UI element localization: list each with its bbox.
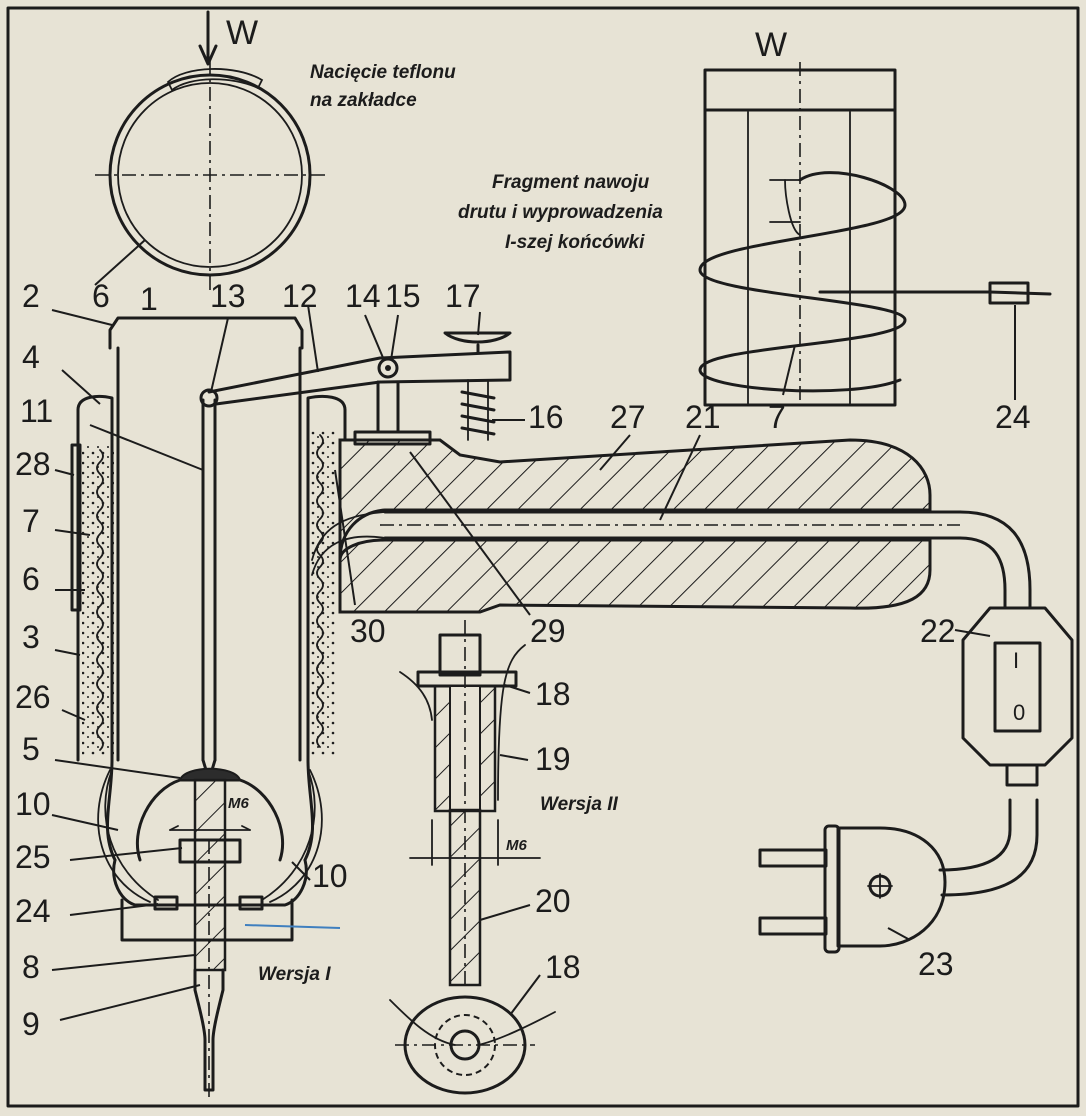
- callout-7a: 7: [22, 503, 40, 539]
- frame-border: [6, 6, 1080, 1108]
- callout-28: 28: [15, 446, 51, 482]
- callout-22: 22: [920, 613, 956, 649]
- callout-26: 26: [15, 679, 51, 715]
- thread-label-m6-v2: M6: [506, 837, 527, 854]
- callout-13: 13: [210, 278, 246, 314]
- caption-fragment-line1: Fragment nawoju: [492, 172, 650, 193]
- callout-3: 3: [22, 619, 40, 655]
- callout-9: 9: [22, 1006, 40, 1042]
- callout-25: 25: [15, 839, 51, 875]
- callout-18a: 18: [535, 676, 571, 712]
- label-w-top: W: [226, 14, 258, 52]
- callout-16: 16: [528, 399, 564, 435]
- callout-18b: 18: [545, 949, 581, 985]
- callout-numbers: 6 2 1 13 12 14 15 17 4 11 28 7 6 3 26 5 …: [15, 278, 1031, 1042]
- callout-5: 5: [22, 731, 40, 767]
- cable-and-plug: [758, 798, 1039, 954]
- callout-11: 11: [20, 393, 53, 429]
- callout-12: 12: [282, 278, 318, 314]
- w-arrow-head: [198, 44, 218, 66]
- callout-20: 20: [535, 883, 571, 919]
- thread-label-m6: M6: [228, 795, 249, 812]
- callout-24a: 24: [15, 893, 51, 929]
- version-2-detail: [389, 620, 556, 1095]
- caption-fragment-line2: drutu i wyprowadzenia: [458, 202, 663, 223]
- caption-teflon-line2: na zakładce: [310, 90, 417, 111]
- switch-label-on: I: [1013, 648, 1019, 673]
- label-w-right: W: [755, 26, 787, 64]
- switch-label-off: 0: [1013, 700, 1025, 725]
- callout-10a: 10: [15, 786, 51, 822]
- caption-teflon-line1: Nacięcie teflonu: [310, 62, 456, 83]
- callout-2: 2: [22, 278, 40, 314]
- version-2-label: Wersja II: [540, 794, 619, 815]
- callout-24b: 24: [995, 399, 1031, 435]
- callout-6a: 6: [92, 278, 110, 314]
- callout-30: 30: [350, 613, 386, 649]
- callout-27: 27: [610, 399, 646, 435]
- caption-fragment-line3: I-szej końcówki: [505, 232, 645, 253]
- callout-7b: 7: [768, 399, 786, 435]
- iron-body: [70, 316, 512, 1100]
- callout-1: 1: [140, 281, 158, 317]
- callout-17: 17: [445, 278, 481, 314]
- callout-15: 15: [385, 278, 421, 314]
- callout-14: 14: [345, 278, 381, 314]
- version-1-label: Wersja I: [258, 964, 331, 985]
- callout-19: 19: [535, 741, 571, 777]
- callout-10b: 10: [312, 858, 348, 894]
- callout-6b: 6: [22, 561, 40, 597]
- winding-fragment: [698, 62, 1052, 407]
- leader-lines: [51, 304, 991, 1021]
- teflon-cross-section: [94, 10, 325, 290]
- callout-21: 21: [685, 399, 721, 435]
- callout-4: 4: [22, 339, 40, 375]
- callout-23: 23: [918, 946, 954, 982]
- callout-8: 8: [22, 949, 40, 985]
- switch-body: [961, 606, 1074, 787]
- callout-29: 29: [530, 613, 566, 649]
